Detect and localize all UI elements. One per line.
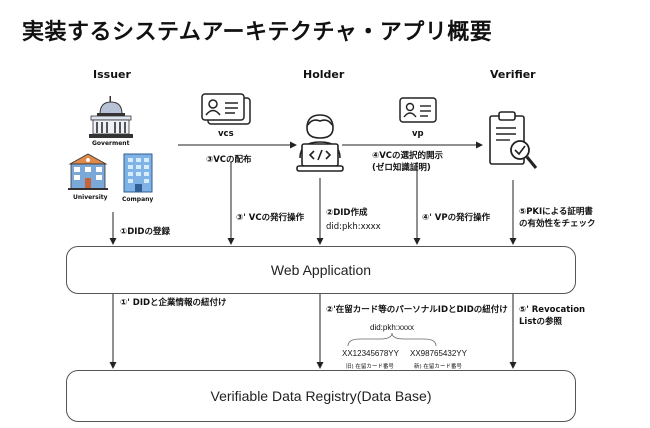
document-check-icon <box>489 111 538 169</box>
vcs-label: vcs <box>218 129 234 139</box>
step-4p-label: ④' VPの発行操作 <box>422 213 491 223</box>
new-residence-card-caption: 新) 在留カード番号 <box>414 364 462 370</box>
company-building-icon <box>123 153 153 193</box>
role-verifier: Verifier <box>490 68 536 81</box>
data-registry-box: Verifiable Data Registry(Data Base) <box>66 370 576 422</box>
step-5p-label-line2: Listの参照 <box>519 317 562 327</box>
step-2-did: did:pkh:xxxx <box>326 222 381 232</box>
old-residence-card-id: XX12345678YY <box>342 349 399 358</box>
step-2-label: ②DID作成 <box>326 208 368 218</box>
new-residence-card-id: XX98765432YY <box>410 349 467 358</box>
id-card-icon <box>399 97 437 123</box>
university-building-icon <box>68 153 108 190</box>
data-registry-label: Verifiable Data Registry(Data Base) <box>210 388 432 404</box>
role-holder: Holder <box>303 68 345 81</box>
step-1-label: ①DIDの登録 <box>120 227 170 237</box>
university-label: University <box>73 194 108 201</box>
old-residence-card-caption: 旧) 在留カード番号 <box>346 364 394 370</box>
vp-label: vp <box>412 129 424 139</box>
company-label: Company <box>122 196 154 203</box>
step-4-label-line2: (ゼロ知識証明) <box>372 163 431 173</box>
web-application-label: Web Application <box>270 262 372 278</box>
step-5p-label-line1: ⑤' Revocation <box>519 305 586 315</box>
step-4-label-line1: ④VCの選択的開示 <box>372 151 444 161</box>
registry-did: did:pkh:xxxx <box>370 323 415 332</box>
step-3-label: ③VCの配布 <box>206 155 252 165</box>
role-issuer: Issuer <box>93 68 131 81</box>
step-5-label-line1: ⑤PKIによる証明書 <box>519 207 593 217</box>
capitol-icon <box>89 96 133 138</box>
developer-laptop-icon <box>296 114 344 172</box>
step-1p-label: ①' DIDと企業情報の紐付け <box>120 298 227 308</box>
web-application-box: Web Application <box>66 246 576 294</box>
step-2p-label: ②'在留カード等のパーソナルIDとDIDの紐付け <box>326 305 508 315</box>
id-card-icon <box>201 93 251 125</box>
step-5-label-line2: の有効性をチェック <box>519 219 596 229</box>
government-label: Goverment <box>92 140 130 147</box>
step-3p-label: ③' VCの発行操作 <box>236 213 305 223</box>
page-title: 実装するシステムアーキテクチャ・アプリ概要 <box>22 20 493 45</box>
